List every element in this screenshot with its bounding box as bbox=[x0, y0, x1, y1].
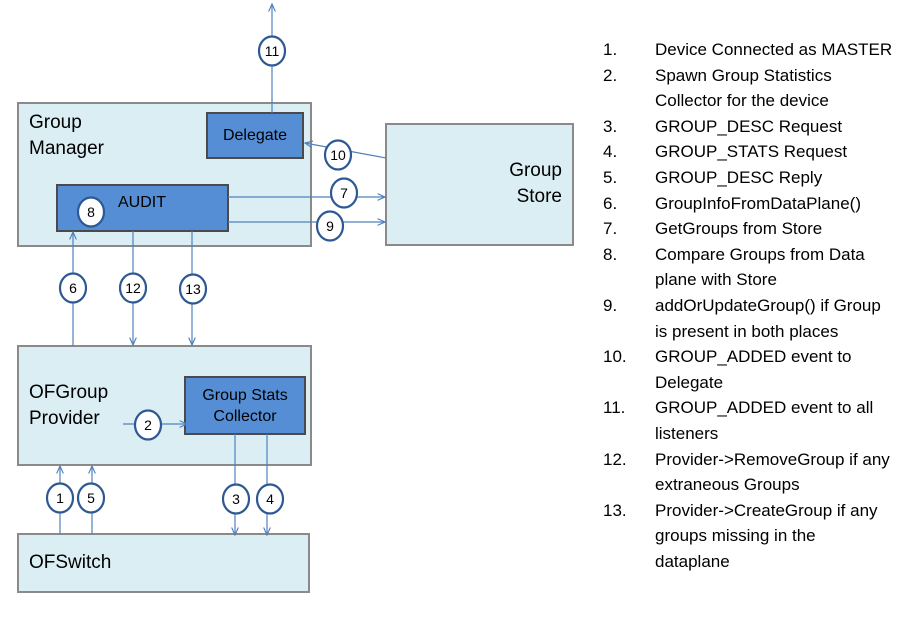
circle-10 bbox=[323, 139, 353, 171]
step-number: 1. bbox=[603, 40, 618, 59]
step-item: 6. GroupInfoFromDataPlane() bbox=[603, 191, 895, 217]
step-item: 11. GROUP_ADDED event to all listeners bbox=[603, 395, 895, 446]
step-item: 3. GROUP_DESC Request bbox=[603, 114, 895, 140]
step-item: 8. Compare Groups from Data plane with St… bbox=[603, 242, 895, 293]
delegate-label: Delegate bbox=[222, 127, 288, 144]
circle-9 bbox=[315, 210, 345, 242]
step-text: GROUP_DESC Reply bbox=[655, 167, 823, 187]
circle-7 bbox=[329, 177, 359, 209]
step-item: 4. GROUP_STATS Request bbox=[603, 139, 895, 165]
step-item: 5. GROUP_DESC Reply bbox=[603, 165, 895, 191]
step-item: 1. Device Connected as MASTER bbox=[603, 37, 895, 63]
circle-6 bbox=[58, 272, 88, 304]
step-text: GROUP_ADDED event to Delegate bbox=[655, 347, 852, 392]
step-item: 2. Spawn Group Statistics Collector for t… bbox=[603, 63, 895, 114]
step-item: 10. GROUP_ADDED event to Delegate bbox=[603, 344, 895, 395]
circle-4-label: 4 bbox=[266, 491, 274, 507]
circle-9-label: 9 bbox=[326, 218, 334, 234]
step-number: 3. bbox=[603, 116, 618, 136]
step-number: 2. bbox=[603, 65, 618, 85]
step-item: 9. addOrUpdateGroup() if Group is present… bbox=[603, 293, 895, 344]
step-number: 10. bbox=[603, 347, 627, 367]
circle-3-label: 3 bbox=[232, 491, 240, 507]
circle-11 bbox=[257, 35, 287, 67]
step-text: GetGroups from Store bbox=[655, 219, 823, 239]
circle-5 bbox=[76, 482, 106, 514]
step-text: GroupInfoFromDataPlane() bbox=[655, 193, 861, 213]
circle-8 bbox=[76, 196, 106, 228]
step-text: Provider->CreateGroup if any groups miss… bbox=[655, 500, 878, 571]
circle-10-label: 10 bbox=[330, 147, 346, 163]
step-item: 7. GetGroups from Store bbox=[603, 216, 895, 242]
step-number: 5. bbox=[603, 167, 618, 187]
step-text: Device Connected as MASTER bbox=[655, 40, 893, 59]
step-text: Provider->RemoveGroup if any extraneous … bbox=[655, 449, 890, 495]
circle-12-label: 12 bbox=[125, 280, 141, 296]
delegate-box bbox=[206, 112, 304, 159]
group-store-box bbox=[385, 123, 574, 246]
step-number: 6. bbox=[603, 193, 618, 213]
group-stats-collector-box bbox=[184, 376, 306, 435]
circle-1 bbox=[45, 482, 75, 514]
circle-4 bbox=[255, 483, 285, 515]
circle-12 bbox=[118, 272, 148, 304]
circle-11-label: 11 bbox=[264, 43, 280, 59]
group-stats-collector-label: Group Stats Collector bbox=[202, 387, 288, 425]
step-number: 13. bbox=[603, 500, 627, 520]
step-text: GROUP_ADDED event to all listeners bbox=[655, 398, 874, 443]
ofswitch-label: OFSwitch bbox=[29, 552, 112, 573]
step-number: 11. bbox=[603, 398, 626, 418]
ofswitch-box bbox=[17, 533, 310, 593]
step-text: GROUP_STATS Request bbox=[655, 142, 848, 162]
circle-13 bbox=[178, 273, 208, 305]
step-text: Compare Groups from Data plane with Stor… bbox=[655, 244, 865, 290]
circle-5-label: 5 bbox=[87, 490, 95, 506]
circle-2 bbox=[133, 409, 163, 441]
step-number: 9. bbox=[603, 295, 618, 315]
ofgroup-provider-label: OFGroup Provider bbox=[29, 382, 109, 429]
group-manager-label: Group Manager bbox=[29, 112, 104, 159]
steps-list: 1. Device Connected as MASTER 2. Spawn Grou… bbox=[603, 37, 895, 574]
step-item: 13. Provider->CreateGroup if any groups m… bbox=[603, 498, 895, 575]
step-text: GROUP_DESC Request bbox=[655, 116, 843, 136]
step-number: 4. bbox=[603, 142, 618, 162]
circle-7-label: 7 bbox=[340, 185, 348, 201]
audit-label: AUDIT bbox=[118, 194, 166, 211]
step-text: Spawn Group Statistics Collector for the… bbox=[655, 65, 832, 111]
group-store-label: Group Store bbox=[509, 160, 562, 207]
circle-8-label: 8 bbox=[87, 204, 95, 220]
step-number: 12. bbox=[603, 449, 627, 469]
circle-6-label: 6 bbox=[69, 280, 77, 296]
circle-3 bbox=[221, 483, 251, 515]
circle-1-label: 1 bbox=[56, 490, 64, 506]
step-number: 8. bbox=[603, 244, 618, 264]
circle-13-label: 13 bbox=[185, 281, 201, 297]
step-number: 7. bbox=[603, 219, 618, 239]
circle-2-label: 2 bbox=[144, 417, 152, 433]
step-item: 12. Provider->RemoveGroup if any extraneo… bbox=[603, 447, 895, 498]
step-text: addOrUpdateGroup() if Group is present i… bbox=[655, 295, 881, 341]
